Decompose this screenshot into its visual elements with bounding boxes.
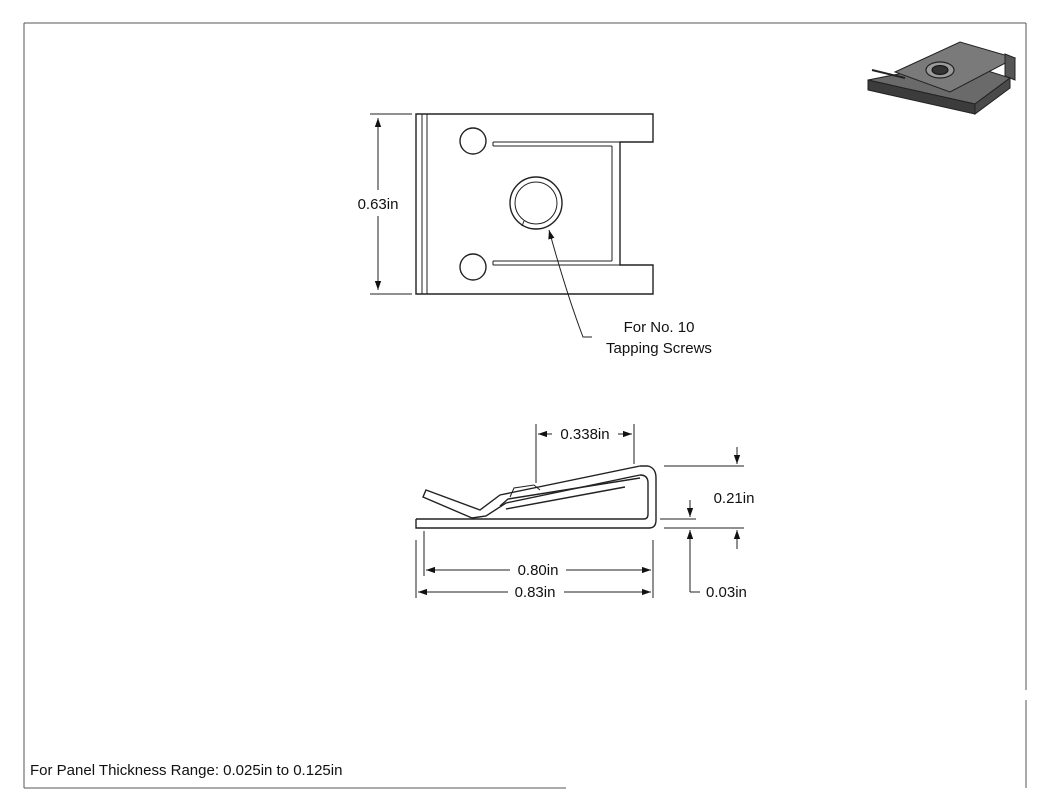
dimension-height-side: 0.21in — [664, 447, 754, 549]
dim-label-0-03: 0.03in — [706, 584, 747, 601]
dim-label-0-21: 0.21in — [714, 490, 755, 507]
top-view — [415, 113, 654, 295]
dimension-length-side: 0.80in 0.83in — [415, 531, 654, 601]
dim-label-0-83: 0.83in — [515, 584, 556, 601]
dim-label-0-63: 0.63in — [358, 196, 399, 213]
callout-line-2: Tapping Screws — [606, 340, 712, 357]
u-nut-isometric-icon — [867, 41, 1017, 115]
dimension-height-top: 0.63in — [358, 113, 412, 295]
dim-label-0-338: 0.338in — [560, 426, 609, 443]
dimension-offset-side: 0.338in — [535, 424, 635, 483]
drawing-frame — [23, 22, 1027, 789]
callout-line-1: For No. 10 — [624, 319, 695, 336]
screw-callout: For No. 10 Tapping Screws — [548, 229, 712, 357]
side-view — [415, 465, 657, 529]
panel-thickness-note: For Panel Thickness Range: 0.025in to 0.… — [30, 762, 342, 779]
dim-label-0-80: 0.80in — [518, 562, 559, 579]
mounting-hole — [459, 253, 487, 281]
dimension-thickness-side: 0.03in — [660, 500, 747, 601]
mounting-hole — [459, 127, 487, 155]
screw-hole — [509, 176, 563, 230]
